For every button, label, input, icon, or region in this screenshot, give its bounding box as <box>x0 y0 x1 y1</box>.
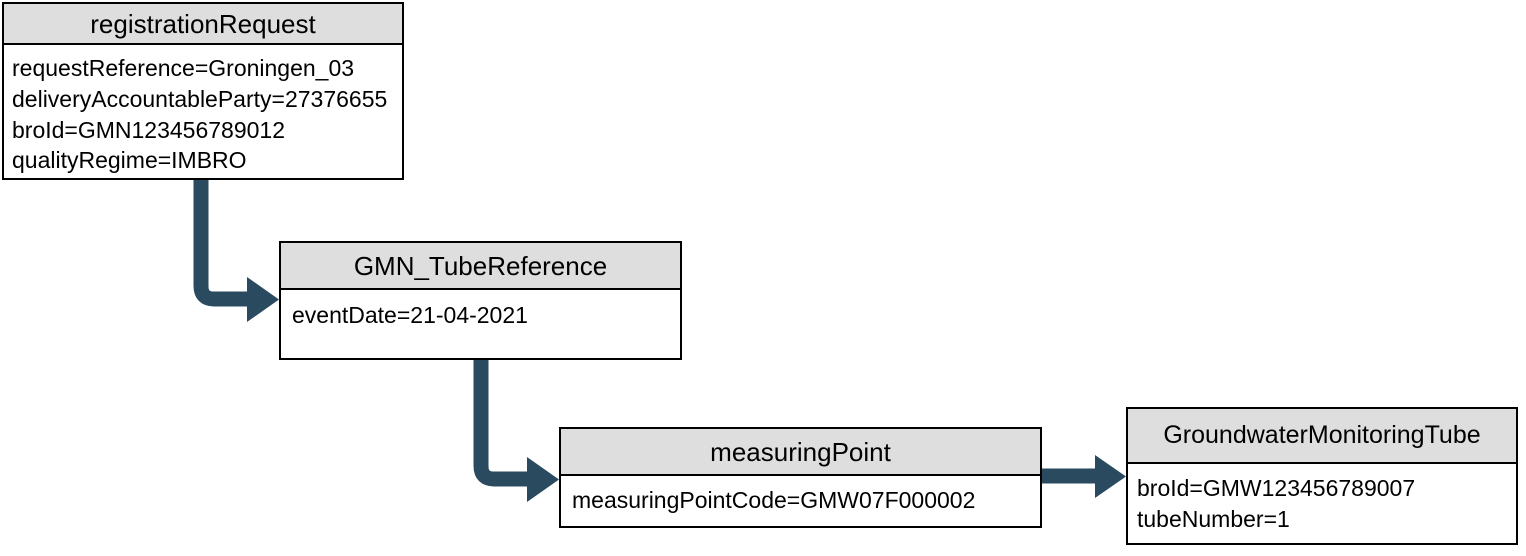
uml-box-header: GMN_TubeReference <box>281 243 680 290</box>
uml-attribute: qualityRegime=IMBRO <box>12 147 247 174</box>
uml-box-groundwater-monitoring-tube[interactable]: GroundwaterMonitoringTube broId=GMW12345… <box>1126 407 1518 545</box>
arrowhead-icon <box>527 457 559 502</box>
uml-box-body: broId=GMW123456789007 tubeNumber=1 <box>1128 464 1516 543</box>
uml-box-body: measuringPointCode=GMW07F000002 <box>561 476 1040 526</box>
arrowhead-icon <box>247 277 279 322</box>
uml-attribute: measuringPointCode=GMW07F000002 <box>572 487 976 513</box>
uml-box-body: eventDate=21-04-2021 <box>281 290 680 358</box>
uml-attribute: tubeNumber=1 <box>1137 505 1290 532</box>
uml-attribute: requestReference=Groningen_03 <box>12 55 355 81</box>
connector-gmn-tube-reference-to-measuring-point <box>473 360 559 502</box>
uml-box-measuring-point[interactable]: measuringPoint measuringPointCode=GMW07F… <box>559 427 1042 528</box>
uml-box-title: measuringPoint <box>710 436 891 467</box>
uml-box-title: GroundwaterMonitoringTube <box>1163 421 1481 449</box>
uml-box-body: requestReference=Groningen_03 deliveryAc… <box>4 45 402 178</box>
arrowhead-icon <box>1095 455 1126 498</box>
uml-box-registration-request[interactable]: registrationRequest requestReference=Gro… <box>2 2 404 180</box>
uml-box-gmn-tube-reference[interactable]: GMN_TubeReference eventDate=21-04-2021 <box>279 241 682 360</box>
uml-box-title: GMN_TubeReference <box>353 250 608 281</box>
uml-attribute: deliveryAccountableParty=27376655 <box>12 85 388 112</box>
uml-box-header: measuringPoint <box>561 429 1040 476</box>
uml-box-header: registrationRequest <box>4 4 402 45</box>
uml-box-header: GroundwaterMonitoringTube <box>1128 409 1516 464</box>
uml-box-title: registrationRequest <box>90 8 316 39</box>
connector-line <box>193 180 250 307</box>
uml-attribute: broId=GMW123456789007 <box>1137 475 1416 501</box>
uml-attribute: eventDate=21-04-2021 <box>292 302 528 328</box>
connector-line <box>473 360 530 487</box>
uml-attribute: broId=GMN123456789012 <box>12 116 286 143</box>
connector-registration-request-to-gmn-tube-reference <box>193 180 279 322</box>
connector-measuring-point-to-groundwater-monitoring-tube <box>1042 455 1126 498</box>
